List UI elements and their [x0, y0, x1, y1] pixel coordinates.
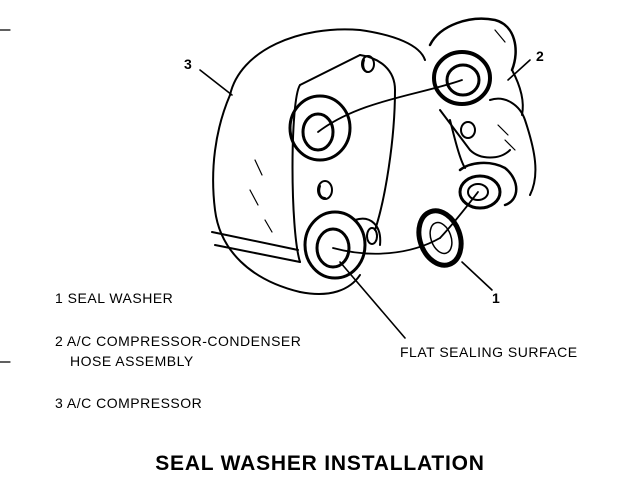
- callout-1: 1: [492, 290, 500, 306]
- leader-lines: [199, 59, 531, 339]
- legend-item-hose-assembly-cont: HOSE ASSEMBLY: [70, 353, 194, 369]
- flat-sealing-surface-label: FLAT SEALING SURFACE: [400, 344, 578, 360]
- leader-1: [461, 261, 493, 291]
- legend-item-hose-assembly: 2 A/C COMPRESSOR-CONDENSER: [55, 333, 302, 349]
- callout-2: 2: [536, 48, 544, 64]
- legend-item-seal-washer: 1 SEAL WASHER: [55, 290, 174, 306]
- leader-flat-sealing-surface: [339, 261, 406, 339]
- hose-assembly-drawing: [428, 17, 537, 210]
- legend-item-compressor: 3 A/C COMPRESSOR: [55, 395, 203, 411]
- callout-3: 3: [184, 56, 192, 72]
- leader-3: [199, 69, 233, 96]
- ac-compressor-drawing: [211, 28, 426, 296]
- alignment-lines: [317, 79, 479, 255]
- figure-caption: SEAL WASHER INSTALLATION: [155, 452, 485, 475]
- leader-2: [507, 59, 531, 81]
- margin-marks: [0, 29, 11, 363]
